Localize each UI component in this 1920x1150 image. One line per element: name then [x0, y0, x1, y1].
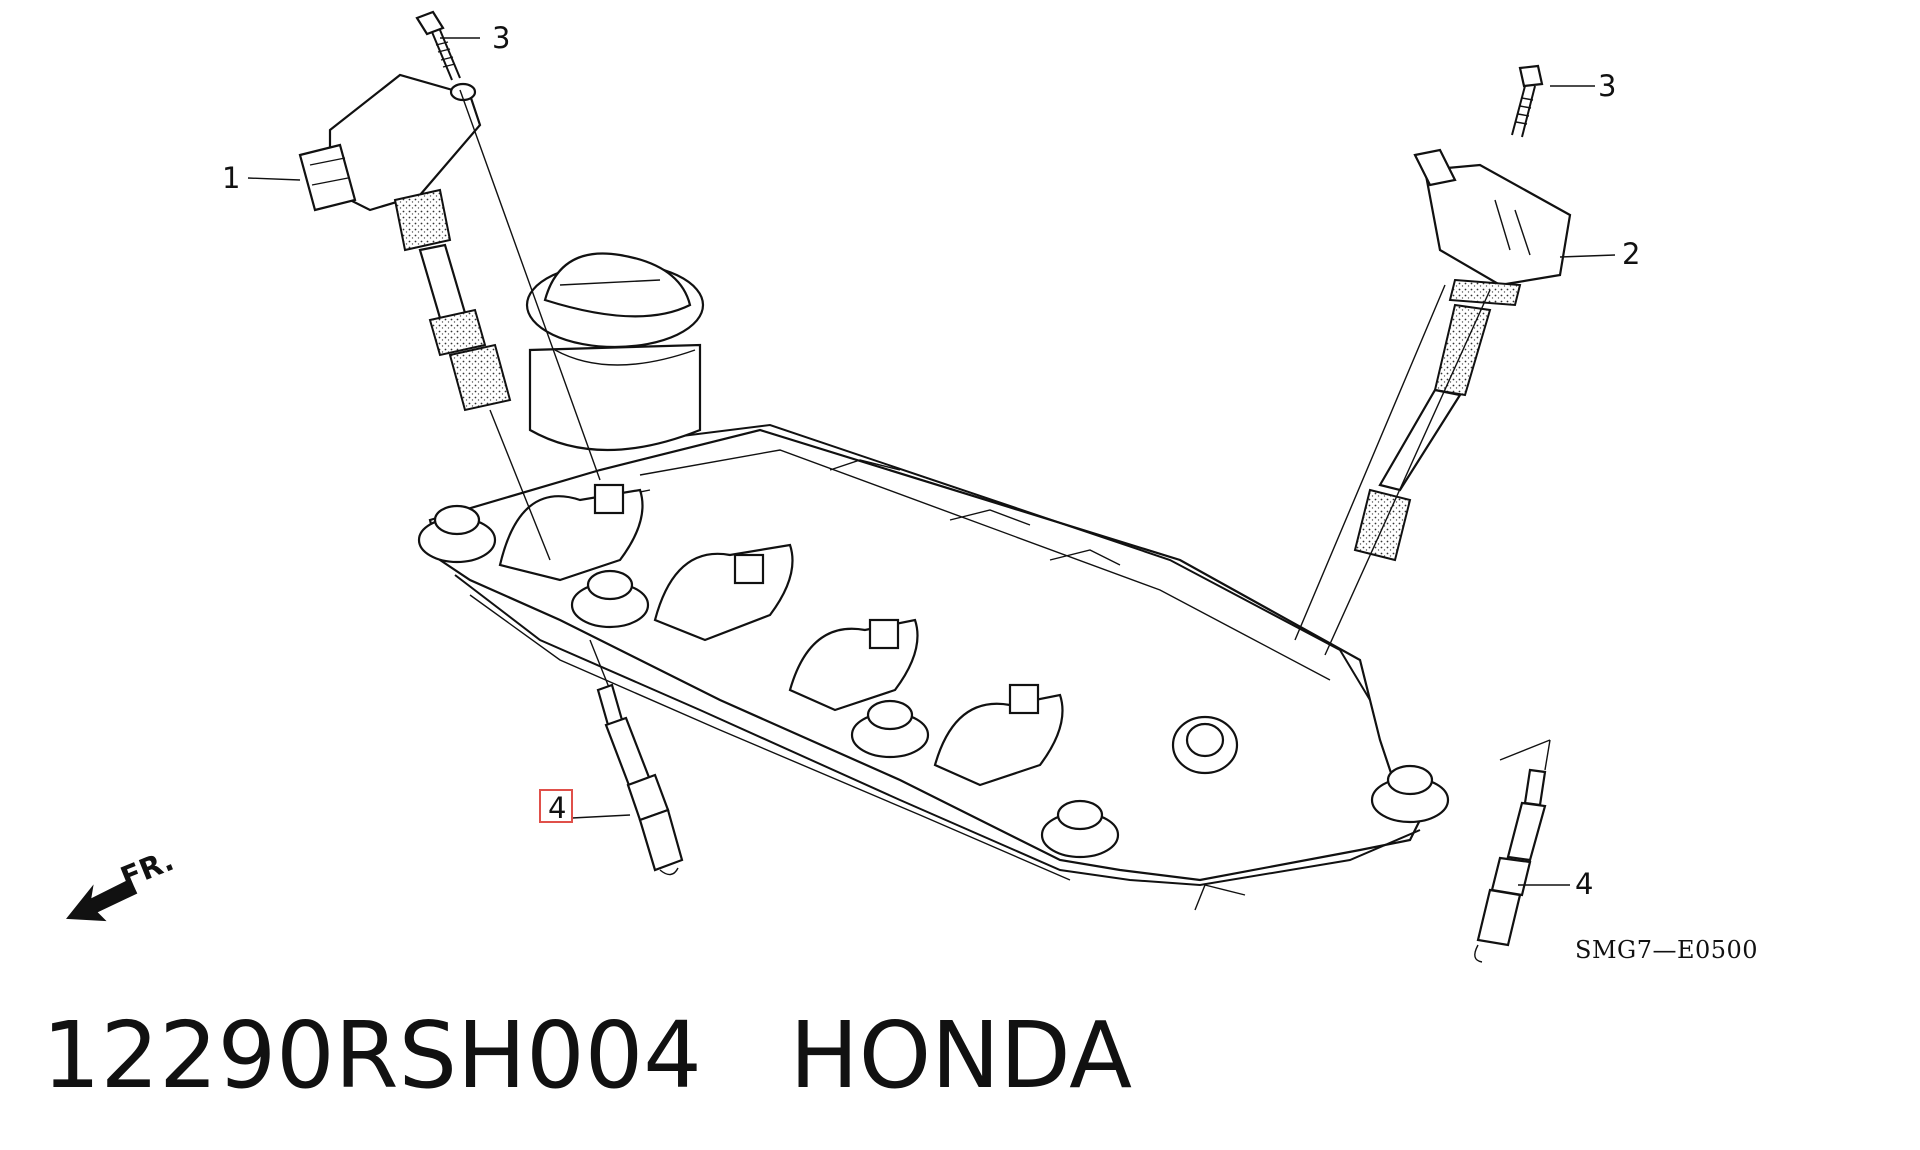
- guide-lines-left: [459, 89, 611, 691]
- diagram-ref-code: SMG7—E0500: [1575, 936, 1758, 964]
- callout-coil-right: 2: [1622, 237, 1640, 271]
- coil-bosses: [498, 483, 1064, 787]
- ignition-coil-left: [298, 73, 512, 412]
- part-caption: 12290RSH004 HONDA: [42, 1010, 1132, 1102]
- leader-lines: [247, 37, 1616, 886]
- callout-bolt-left: 3: [492, 21, 510, 55]
- bolt-right: [1511, 64, 1544, 138]
- oil-filler-cap: [525, 252, 705, 452]
- callout-plug-left: 4: [548, 791, 566, 825]
- cover-bolts: [417, 504, 1450, 859]
- callout-bolt-right: 3: [1598, 69, 1616, 103]
- bolt-left: [415, 10, 461, 81]
- cylinder-head-cover: [428, 423, 1422, 887]
- highlight-box: [539, 789, 573, 823]
- breather-nipple: [1171, 715, 1239, 775]
- guide-lines-plugs: [1194, 739, 1551, 911]
- part-number: 12290RSH004: [42, 1002, 702, 1109]
- spark-plug-left: [596, 683, 684, 876]
- ignition-coil-right: [1294, 148, 1572, 656]
- brand-name: HONDA: [789, 1002, 1133, 1109]
- callout-coil-left: 1: [222, 161, 240, 195]
- spark-plug-right: [1474, 768, 1547, 963]
- front-marker-label: FR.: [116, 843, 179, 895]
- callout-plug-right: 4: [1575, 867, 1593, 901]
- front-arrow-icon: FR.: [66, 843, 179, 922]
